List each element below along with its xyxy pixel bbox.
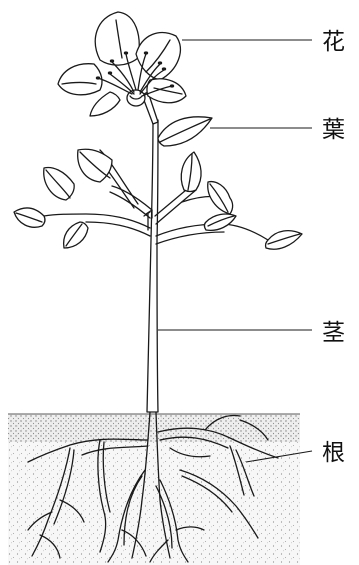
leaf-left-hanging [64,222,88,248]
stem [142,92,158,412]
leaf-upper-right [158,117,212,146]
leaf-label: 葉 [322,117,345,143]
leaf-right-small [205,214,237,230]
flower [58,12,186,116]
leaf-right-middle [208,182,233,214]
leaf-right-tip [266,231,302,250]
leaf-right-upper [181,152,201,192]
leaf-upper-left [78,149,112,182]
flower-label: 花 [322,29,345,55]
root-label: 根 [322,440,345,466]
leader-lines [158,40,312,462]
leaf-far-left [44,168,74,200]
leaf-left-lower [14,208,45,227]
stem-label: 茎 [322,320,345,346]
